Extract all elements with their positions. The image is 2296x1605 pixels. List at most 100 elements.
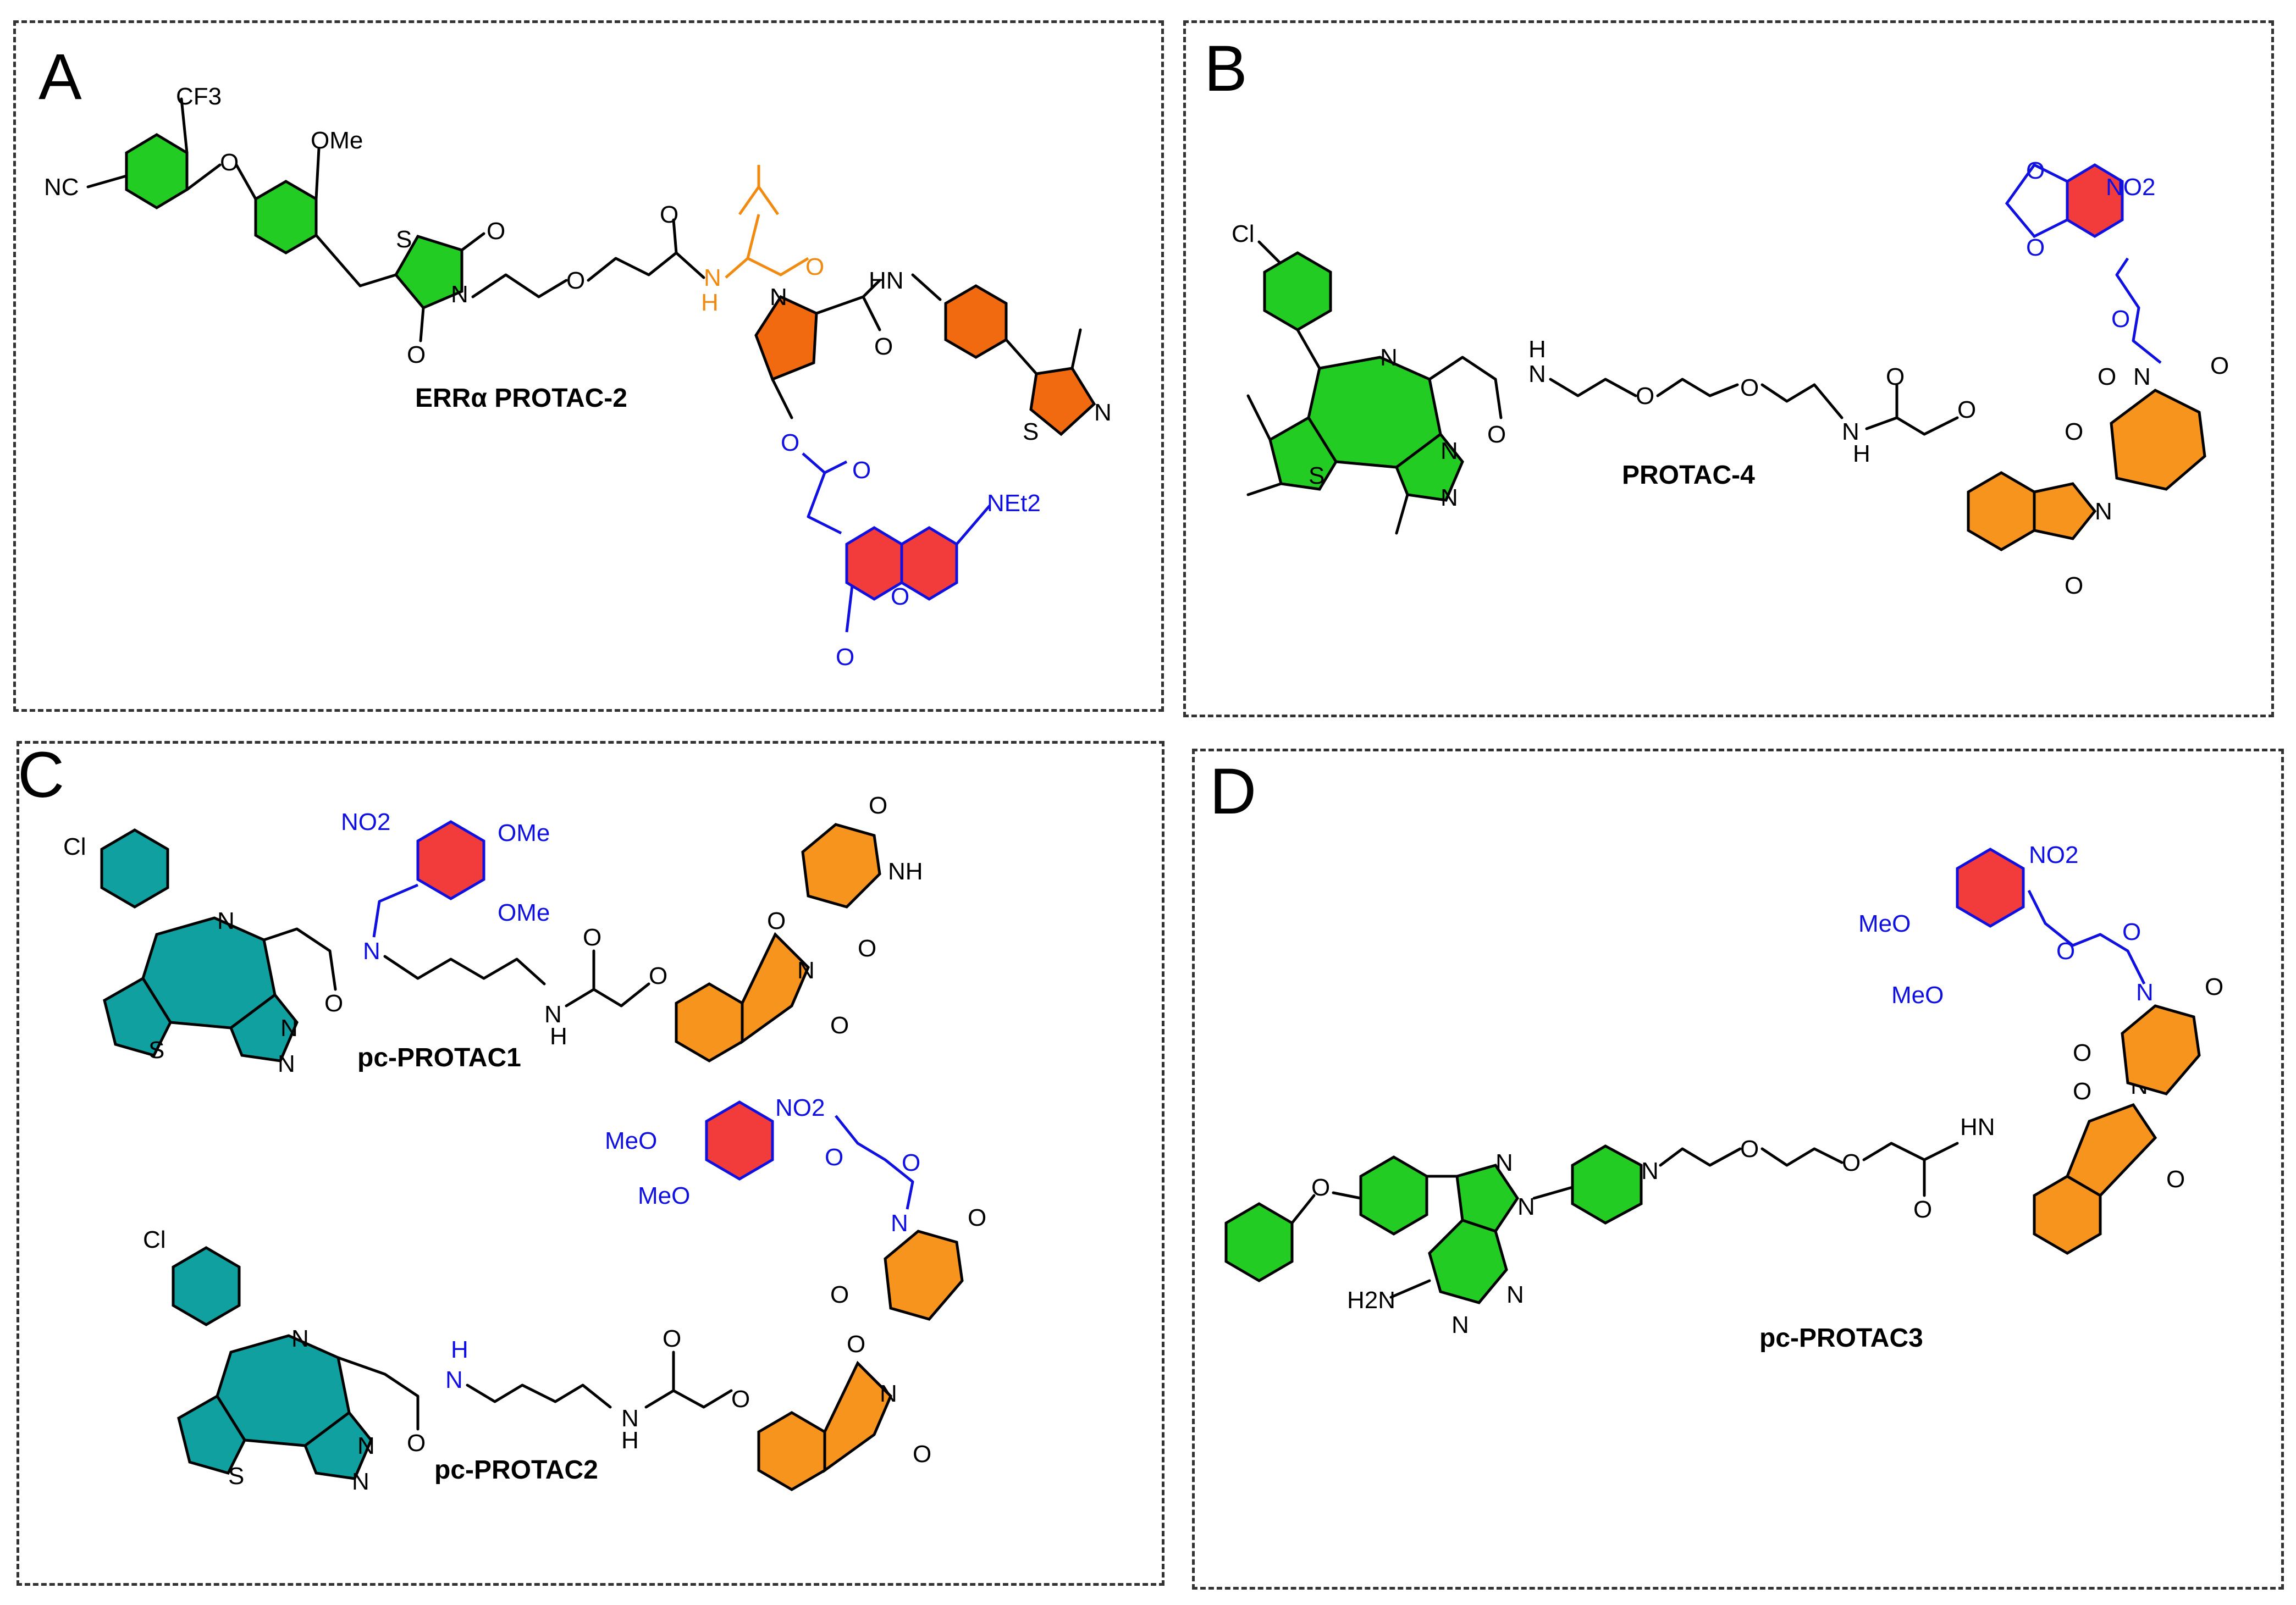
- phenyl-ring-d: [1359, 1155, 1428, 1236]
- label-o-c1-amide2: O: [583, 924, 601, 951]
- cf3-phenyl-ring: [125, 133, 189, 209]
- label-o-imide-d1: O: [2073, 1078, 2091, 1105]
- label-h-c2b: H: [621, 1427, 639, 1454]
- coumarin-ring-2: [900, 526, 958, 601]
- label-o-imide-b2: O: [2065, 572, 2083, 599]
- dimethoxynitrophenyl-d: [1956, 848, 2025, 928]
- thiophene-ring-c2: [177, 1394, 246, 1475]
- label-n-piperidine-d: N: [1641, 1158, 1659, 1185]
- label-o-glut-c2a: O: [968, 1204, 986, 1231]
- label-n-pyrazole-d1: N: [1495, 1149, 1513, 1176]
- label-o-lactone: O: [891, 583, 909, 610]
- label-o-glut-c2b: O: [830, 1281, 849, 1308]
- label-n-thiazole: N: [1094, 399, 1112, 426]
- label-h-b1: H: [1528, 336, 1546, 363]
- label-o-carbamate-c2: O: [902, 1149, 920, 1176]
- phenoxy-ring-d: [1224, 1202, 1294, 1282]
- benzyl-ring: [944, 284, 1008, 359]
- label-o-aryl-b: O: [1957, 396, 1976, 423]
- chlorophenyl-ring-c2: [172, 1246, 241, 1326]
- label-o-glut-b1: O: [2098, 363, 2116, 390]
- label-o-glut-b2: O: [2210, 352, 2229, 379]
- label-n-imide-b: N: [2095, 498, 2112, 525]
- label-n-glut-b: N: [2133, 363, 2151, 390]
- label-nc: NC: [44, 174, 79, 201]
- label-o-imide-d2: O: [2166, 1166, 2185, 1193]
- label-o-diaryl-d: O: [1311, 1174, 1330, 1201]
- label-cl-c1: Cl: [63, 833, 86, 860]
- triazole-ring-c2: [303, 1410, 373, 1480]
- label-o-imide-c2b: O: [913, 1441, 931, 1468]
- label-n-c2-amide: N: [445, 1366, 463, 1393]
- panel-b-compound: PROTAC-4: [1622, 461, 1755, 490]
- hydroxyproline-ring: [754, 295, 818, 381]
- thiophene-ring-c1: [103, 976, 172, 1057]
- label-s-c1: S: [148, 1037, 164, 1064]
- panel-c-compound-2: pc-PROTAC2: [434, 1455, 598, 1485]
- label-no2-b: NO2: [2106, 174, 2155, 201]
- piperidine-ring-d: [1571, 1144, 1643, 1225]
- label-o-amide-b: O: [1487, 421, 1506, 448]
- label-hn-hyp: HN: [869, 267, 904, 294]
- label-n-pyrimidine-d1: N: [1506, 1281, 1524, 1308]
- label-n-hyp: N: [770, 284, 787, 311]
- label-meo-d1: MeO: [1858, 910, 1911, 937]
- label-n-imide-c2: N: [880, 1380, 897, 1407]
- label-o-peg-b1: O: [1636, 383, 1654, 409]
- label-net2: NEt2: [987, 490, 1041, 517]
- phthalimide-benzene-c1: [675, 982, 744, 1062]
- label-ome-a: OMe: [311, 127, 363, 154]
- label-n-tleu: N: [704, 264, 721, 291]
- phthalimide-imide-c2: [823, 1360, 892, 1473]
- label-o-tzd2: O: [407, 341, 426, 368]
- label-o-dioxole-2: O: [2026, 234, 2045, 261]
- label-o-aryl-c2: O: [731, 1386, 750, 1413]
- label-o-aryl-c1: O: [649, 962, 667, 989]
- label-o-hyp-amide: O: [874, 333, 893, 360]
- dimethoxynitrophenyl-c2: [705, 1100, 774, 1181]
- label-o-peg-b2: O: [1740, 374, 1759, 401]
- label-o-coumarin-co: O: [836, 644, 854, 671]
- label-n-b2: N: [1842, 418, 1859, 445]
- glutarimide-b: [2110, 389, 2206, 491]
- phthalimide-imide-b: [2033, 482, 2097, 540]
- label-o-amide-a: O: [660, 201, 678, 228]
- label-n-tri-c2a: N: [357, 1432, 375, 1459]
- label-o-glut-d1: O: [2205, 973, 2223, 1000]
- phthalimide-imide-c1: [741, 932, 810, 1044]
- panel-a: [13, 20, 1164, 712]
- label-o-c1-amide: O: [324, 990, 343, 1017]
- label-o-c2-amide: O: [407, 1430, 426, 1457]
- label-o-cage-b: O: [2111, 306, 2130, 333]
- panel-d-compound: pc-PROTAC3: [1759, 1324, 1923, 1353]
- label-n-tri-c1a: N: [280, 1015, 298, 1042]
- label-o-dioxole-1: O: [2026, 157, 2045, 184]
- label-o-amide-d: O: [1913, 1196, 1932, 1223]
- phthalimide-benzene-c2: [757, 1411, 826, 1491]
- label-n-b1: N: [1528, 361, 1546, 388]
- label-n-tzd: N: [451, 281, 468, 308]
- label-no2-c2: NO2: [775, 1094, 825, 1121]
- label-ome-c1b: OMe: [498, 899, 550, 926]
- label-meo-d2: MeO: [1891, 982, 1944, 1009]
- label-n-diazepine-b: N: [1380, 344, 1398, 371]
- panel-c: [16, 741, 1164, 1586]
- label-n-glut-c2: N: [891, 1210, 908, 1237]
- label-o-linker-a: O: [566, 267, 585, 294]
- label-h-c2: H: [451, 1336, 468, 1363]
- pyrazole-ring-d: [1455, 1164, 1520, 1233]
- label-cl-c2: Cl: [143, 1226, 166, 1253]
- label-n-c1b: N: [544, 1001, 562, 1028]
- thiazolidinedione-ring: [394, 235, 463, 310]
- label-o-imide-c1a: O: [767, 907, 786, 934]
- label-hn-d: HN: [1960, 1114, 1995, 1141]
- glutarimide-d: [2121, 1004, 2201, 1095]
- label-n-c2b: N: [621, 1405, 639, 1432]
- label-o-tzd1: O: [487, 218, 505, 245]
- label-nh-glut-c1: NH: [888, 858, 923, 885]
- label-o-amide-b2: O: [1886, 363, 1905, 390]
- label-ome-c1a: OMe: [498, 820, 550, 846]
- label-o-glut-d2: O: [2073, 1039, 2091, 1066]
- label-o-imide-c2a: O: [847, 1331, 865, 1358]
- chlorophenyl-ring-b: [1263, 251, 1332, 331]
